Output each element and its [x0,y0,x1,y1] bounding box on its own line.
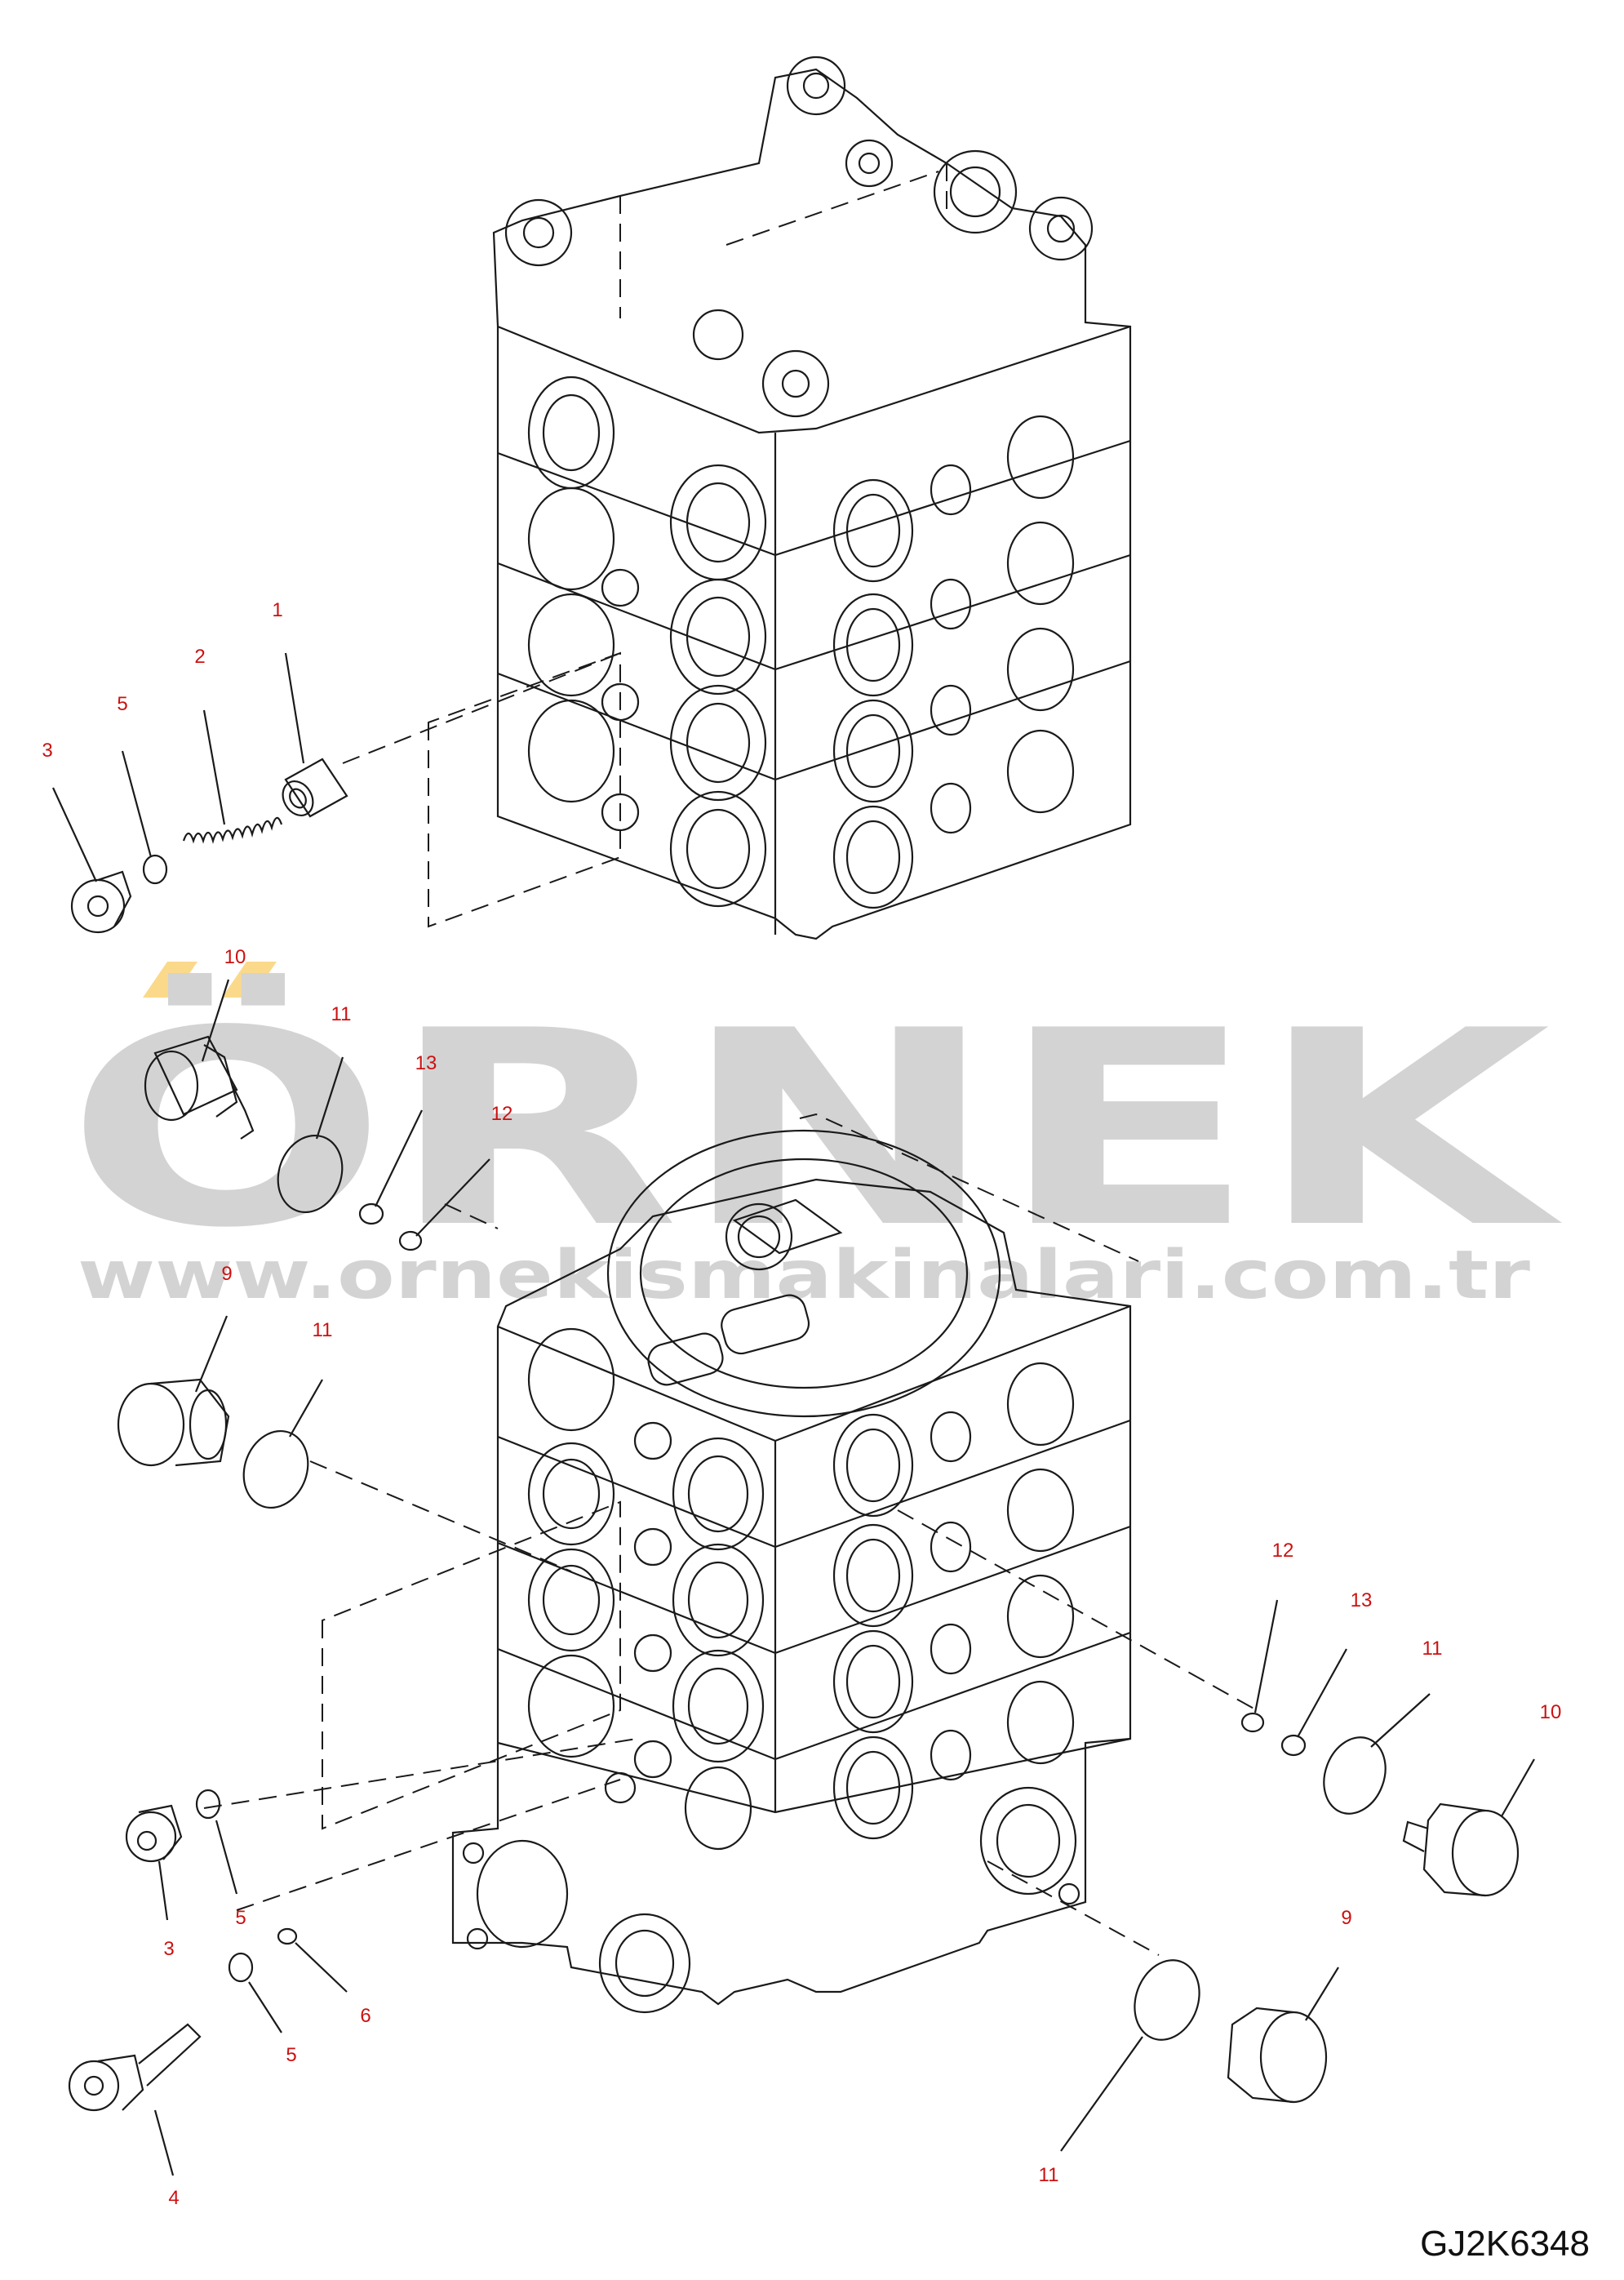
part-9-plug-right [1227,2007,1328,2104]
lower-explosion-guides [203,1203,1258,1956]
watermark: ÖRNEK www.ornekismakinalari.com.tr [65,962,1564,1314]
callout-13: 13 [1351,1589,1373,1611]
callout-10: 10 [1540,1701,1562,1723]
part-1-sleeve [282,758,348,818]
leader-lines [52,652,1535,2176]
callout-11: 11 [1039,2164,1059,2186]
callout-11: 11 [313,1319,333,1341]
part-10-relief-valve-right [1402,1802,1520,1897]
upper-explosion-guides [342,651,621,928]
part-3-plug-upper [70,870,132,934]
part-11-oring-a [277,1134,344,1214]
part-10-relief-valve-left [144,1035,255,1140]
part-9-plug-left [117,1378,230,1467]
callout-5: 5 [117,693,127,715]
callout-3: 3 [42,740,52,762]
callout-11: 11 [331,1003,352,1025]
callout-labels: 1 2 5 3 10 11 13 12 9 11 12 13 11 10 9 5… [42,599,1561,2209]
callout-6: 6 [360,2005,371,2027]
watermark-brand: ÖRNEK [65,971,1564,1287]
part-13-ring-right [1280,1734,1307,1757]
part-4-stem-plug [68,2023,202,2112]
part-13-ring-left [358,1202,384,1225]
callout-9: 9 [221,1263,232,1285]
part-6-ring [277,1927,298,1945]
callout-12: 12 [1272,1540,1294,1562]
callout-5: 5 [286,2044,296,2066]
watermark-url: www.ornekismakinalari.com.tr [78,1237,1531,1314]
watermark-accent-mark [143,962,277,998]
part-5-oring-lower-b [228,1952,254,1983]
callout-13: 13 [415,1052,437,1074]
part-3-plug-lower [125,1804,183,1863]
lower-valve-block [451,1113,1139,2014]
callout-3: 3 [163,1938,174,1960]
callout-5: 5 [235,1907,246,1929]
drawing-code: GJ2K6348 [1420,2224,1590,2264]
upper-valve-block [492,56,1132,940]
part-11-oring-d [1134,1959,1200,2041]
part-12-ring-right [1240,1712,1265,1733]
part-5-oring-lower-a [195,1789,221,1820]
part-11-oring-b [242,1429,309,1509]
part-12-ring-left [398,1230,423,1251]
callout-4: 4 [168,2187,179,2209]
callout-1: 1 [272,599,282,621]
callout-10: 10 [224,946,246,968]
part-5-oring-upper [142,854,168,885]
callout-12: 12 [491,1103,513,1125]
part-11-oring-c [1323,1736,1387,1815]
part-2-spring [182,816,283,844]
callout-11: 11 [1422,1638,1443,1660]
callout-2: 2 [194,646,205,668]
callout-9: 9 [1341,1907,1351,1929]
